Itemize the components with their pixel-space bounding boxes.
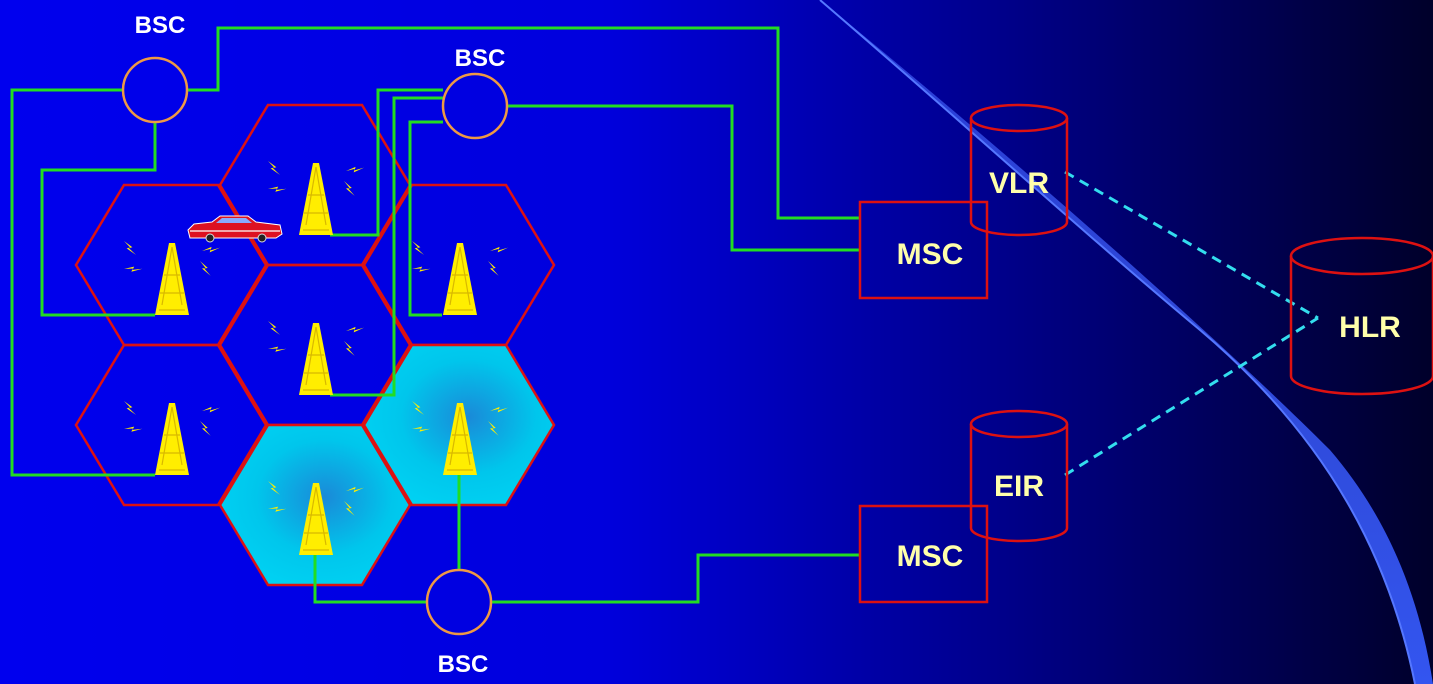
hlr-label: HLR bbox=[1339, 311, 1401, 344]
eir-label: EIR bbox=[994, 470, 1044, 503]
link-bsc3-left bbox=[313, 555, 427, 604]
link-bsc2-b bbox=[330, 96, 443, 397]
msc-lower-box bbox=[858, 504, 989, 604]
database-cylinders bbox=[969, 103, 1433, 543]
bsc-top-left-node bbox=[121, 56, 189, 124]
vlr-label: VLR bbox=[989, 167, 1049, 200]
hlr-cylinder bbox=[1289, 236, 1433, 396]
link-bsc2-msc bbox=[507, 104, 860, 252]
labels: BSC BSC BSC MSC MSC VLR EIR HLR bbox=[135, 12, 1401, 678]
eir-cylinder bbox=[969, 409, 1069, 543]
link-bsc1-left bbox=[10, 88, 155, 477]
signalling-links bbox=[1064, 170, 1319, 477]
bsc-top-left-label: BSC bbox=[135, 12, 186, 39]
bsc-top-middle-label: BSC bbox=[455, 45, 506, 72]
msc-boxes bbox=[858, 200, 989, 604]
bsc-top-middle-node bbox=[441, 72, 509, 140]
bsc-bottom-label: BSC bbox=[438, 651, 489, 678]
bsc-bottom-node bbox=[425, 568, 493, 636]
bsc-circles bbox=[121, 56, 509, 636]
msc-upper-box bbox=[858, 200, 989, 300]
car-icon bbox=[187, 215, 283, 243]
msc-upper-label: MSC bbox=[897, 238, 964, 271]
bsc-links bbox=[10, 26, 860, 604]
cell-lower-left bbox=[74, 343, 268, 507]
link-bsc1-down bbox=[40, 122, 157, 317]
link-bsc1-msc bbox=[187, 26, 860, 220]
link-bsc2-a bbox=[330, 88, 443, 237]
link-bsc2-c bbox=[408, 120, 443, 317]
msc-lower-label: MSC bbox=[897, 540, 964, 573]
vlr-cylinder bbox=[969, 103, 1069, 237]
link-bsc3-msc bbox=[491, 553, 860, 604]
